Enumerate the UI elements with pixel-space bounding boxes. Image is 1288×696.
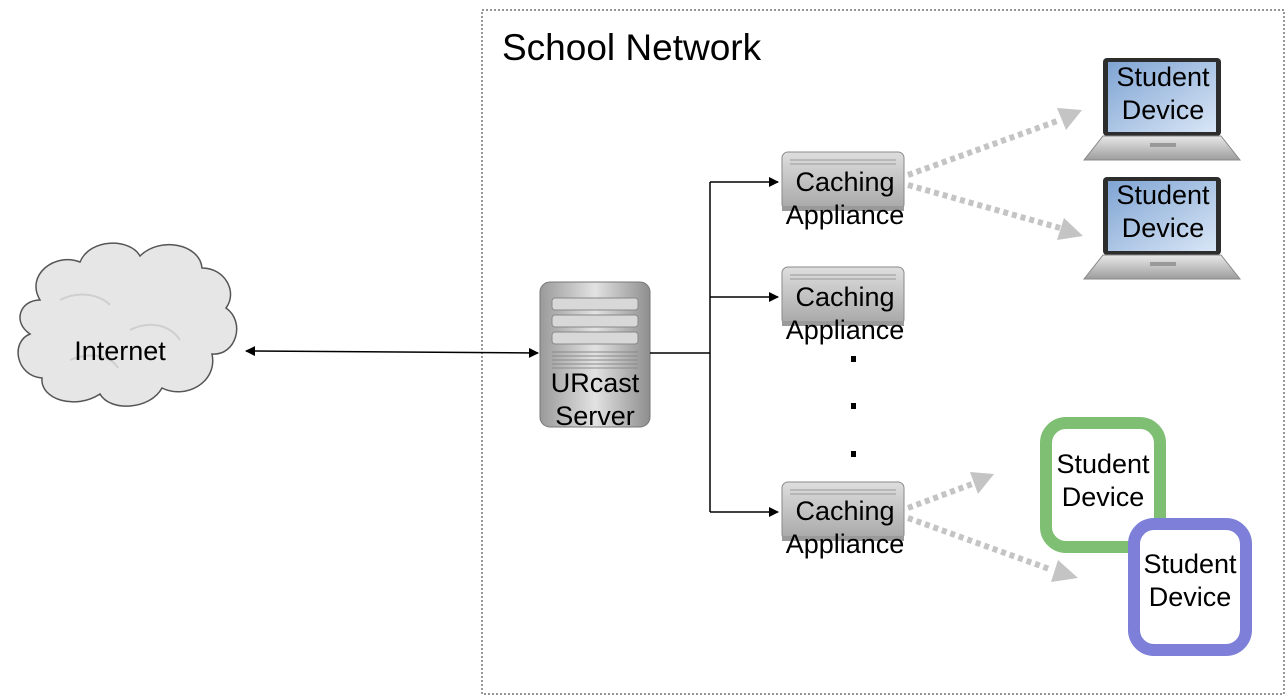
tablet-label-line1: Student bbox=[1143, 549, 1237, 579]
caching-appliance-icon bbox=[781, 151, 905, 211]
server-label-line2: Server bbox=[555, 401, 635, 431]
ellipsis-dot bbox=[851, 451, 856, 457]
internet-cloud-icon bbox=[17, 242, 238, 407]
caching-appliance-icon bbox=[781, 266, 905, 326]
appliance-label: Caching Appliance bbox=[770, 495, 920, 561]
ellipsis-dot bbox=[851, 356, 856, 362]
server-icon bbox=[539, 281, 651, 428]
server-label: URcast Server bbox=[535, 367, 655, 433]
appliance-label: Caching Appliance bbox=[770, 281, 920, 347]
appliance-label-line1: Caching bbox=[795, 167, 895, 197]
tablet-label-line2: Device bbox=[1061, 482, 1145, 512]
tablet-label: Student Device bbox=[1128, 548, 1252, 614]
tablet-label-line2: Device bbox=[1148, 582, 1232, 612]
wireless-arrowhead bbox=[970, 472, 994, 494]
tablet-label: Student Device bbox=[1040, 448, 1166, 514]
wireless-link bbox=[906, 117, 1062, 178]
caching-appliance-icon bbox=[781, 481, 905, 541]
wireless-link bbox=[906, 515, 1054, 573]
appliance-label-line1: Caching bbox=[795, 496, 895, 526]
server-branch-connector bbox=[650, 182, 711, 512]
internet-label: Internet bbox=[74, 336, 166, 366]
laptop-label-line1: Student bbox=[1116, 180, 1210, 210]
appliance-label: Caching Appliance bbox=[770, 166, 920, 232]
wireless-arrowhead bbox=[1057, 218, 1083, 240]
laptop-label: Student Device bbox=[1102, 61, 1224, 127]
appliance-label-line1: Caching bbox=[795, 282, 895, 312]
internet-server-link bbox=[245, 346, 539, 358]
laptop-label-line2: Device bbox=[1121, 213, 1205, 243]
laptop-label-line2: Device bbox=[1121, 95, 1205, 125]
laptop-icon bbox=[1082, 177, 1242, 280]
laptop-label-line1: Student bbox=[1116, 62, 1210, 92]
ellipsis-dot bbox=[851, 403, 856, 409]
server-label-line1: URcast bbox=[550, 368, 640, 398]
wireless-arrowhead bbox=[1051, 560, 1078, 582]
laptop-icon bbox=[1082, 58, 1242, 161]
wireless-link bbox=[907, 182, 1061, 231]
tablet-label-line1: Student bbox=[1056, 449, 1150, 479]
wireless-arrowhead bbox=[1057, 108, 1082, 130]
laptop-label: Student Device bbox=[1102, 179, 1224, 245]
tablet-icon bbox=[1128, 518, 1252, 656]
appliance-label-line2: Appliance bbox=[785, 315, 905, 345]
wireless-link bbox=[906, 481, 974, 511]
school-network-title: School Network bbox=[502, 27, 762, 68]
tablet-icon bbox=[1040, 417, 1166, 553]
appliance-label-line2: Appliance bbox=[785, 529, 905, 559]
appliance-label-line2: Appliance bbox=[785, 200, 905, 230]
